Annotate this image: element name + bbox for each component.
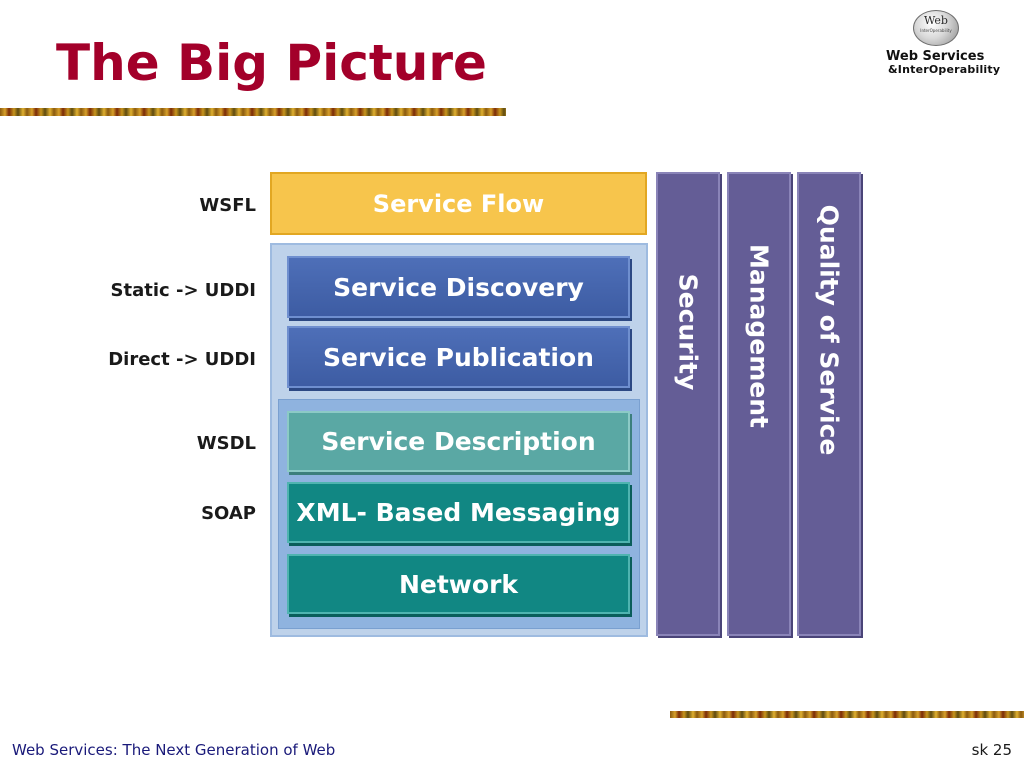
title-underline <box>0 108 506 116</box>
label-soap: SOAP <box>201 503 256 524</box>
slide-number: sk 25 <box>971 741 1012 759</box>
label-static-uddi: Static -> UDDI <box>110 280 256 301</box>
logo-line-2: &InterOperability <box>888 63 1001 76</box>
label-wsdl: WSDL <box>196 433 256 454</box>
management-pillar: Management <box>727 172 791 636</box>
logo-globe-text: Web <box>924 14 948 27</box>
quality-of-service-pillar: Quality of Service <box>797 172 861 636</box>
label-wsfl: WSFL <box>199 195 256 216</box>
service-discovery-layer: Service Discovery <box>287 256 630 318</box>
quality-of-service-label: Quality of Service <box>814 204 844 456</box>
logo-globe-subtext: InterOperability <box>920 28 952 33</box>
security-label: Security <box>673 273 703 391</box>
security-pillar: Security <box>656 172 720 636</box>
footer-title: Web Services: The Next Generation of Web <box>12 741 336 759</box>
xml-messaging-layer: XML- Based Messaging <box>287 482 630 543</box>
service-flow-layer: Service Flow <box>270 172 647 235</box>
web-services-logo: Web InterOperability Web Services &Inter… <box>880 6 1016 76</box>
network-layer: Network <box>287 554 630 614</box>
slide-title: The Big Picture <box>56 34 487 92</box>
management-label: Management <box>744 243 774 429</box>
label-direct-uddi: Direct -> UDDI <box>108 349 256 370</box>
logo-line-1: Web Services <box>886 49 985 64</box>
service-publication-layer: Service Publication <box>287 326 630 388</box>
globe-icon: Web InterOperability <box>913 10 959 46</box>
footer-rule <box>670 711 1024 718</box>
service-description-layer: Service Description <box>287 411 630 472</box>
